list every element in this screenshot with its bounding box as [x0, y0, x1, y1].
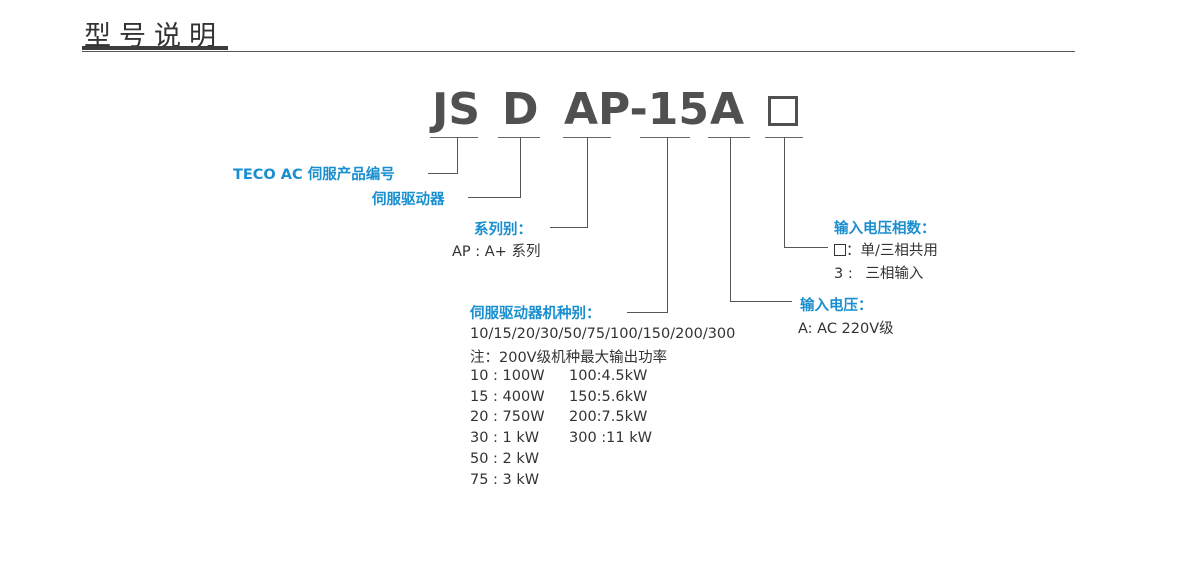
- connector-d-h: [468, 197, 521, 198]
- power-row-right: 150:5.6kW: [569, 389, 648, 405]
- label-product-code: TECO AC 伺服产品编号: [233, 167, 395, 183]
- label-servo-drive: 伺服驱动器: [372, 192, 445, 208]
- connector-js-v: [457, 137, 458, 173]
- connector-box-v: [784, 137, 785, 247]
- connector-d-v: [520, 137, 521, 197]
- connector-15-h: [627, 312, 668, 313]
- square-symbol-icon: [834, 244, 846, 256]
- power-row: 10 : 100W 100:4.5kW: [470, 368, 670, 388]
- label-voltage-value: A: AC 220V级: [798, 321, 894, 337]
- code-segment-ap15: AP-15: [564, 84, 710, 135]
- power-row: 75 : 3 kW: [470, 472, 670, 492]
- underline-15: [640, 137, 690, 138]
- label-phase-option1: ：单/三相共用: [834, 239, 938, 260]
- code-segment-js: JS: [432, 84, 481, 135]
- power-row-left: 30 : 1 kW: [470, 430, 540, 446]
- power-row-left: 50 : 2 kW: [470, 451, 540, 467]
- code-segment-d: D: [502, 84, 539, 135]
- connector-a-v: [730, 137, 731, 301]
- power-row-left: 10 : 100W: [470, 368, 545, 384]
- code-segment-a: A: [710, 84, 745, 135]
- label-voltage-heading: 输入电压：: [800, 298, 873, 314]
- power-row: 15 : 400W 150:5.6kW: [470, 389, 670, 409]
- label-phase-heading: 输入电压相数：: [834, 221, 936, 237]
- label-model-list: 10/15/20/30/50/75/100/150/200/300: [470, 326, 736, 342]
- label-series-value: AP : A+ 系列: [452, 244, 541, 260]
- power-row-left: 75 : 3 kW: [470, 472, 540, 488]
- underline-d: [498, 137, 540, 138]
- label-model-heading: 伺服驱动器机种别：: [470, 306, 601, 322]
- label-phase-option2: 3 : 三相输入: [834, 262, 923, 283]
- connector-box-h: [784, 247, 828, 248]
- phase-option2-value: 三相输入: [865, 266, 924, 282]
- power-row-right: 300 :11 kW: [569, 430, 652, 446]
- title-underline: [82, 46, 228, 50]
- connector-js-h: [428, 173, 458, 174]
- power-row: 50 : 2 kW: [470, 451, 670, 471]
- underline-a: [708, 137, 750, 138]
- connector-ap-h: [550, 227, 588, 228]
- phase-option1-text: ：单/三相共用: [846, 243, 938, 259]
- power-row: 20 : 750W 200:7.5kW: [470, 409, 670, 429]
- label-series-heading: 系列别：: [474, 222, 532, 238]
- underline-js: [430, 137, 478, 138]
- connector-a-h: [730, 301, 792, 302]
- power-row: 30 : 1 kW 300 :11 kW: [470, 430, 670, 450]
- header-divider: [82, 51, 1075, 52]
- connector-15-v: [667, 137, 668, 312]
- power-row-left: 15 : 400W: [470, 389, 545, 405]
- code-segment-phase-box: [768, 96, 798, 126]
- power-row-right: 200:7.5kW: [569, 409, 648, 425]
- connector-ap-v: [587, 137, 588, 227]
- label-model-note: 注：200V级机种最大输出功率: [470, 350, 668, 366]
- power-row-right: 100:4.5kW: [569, 368, 648, 384]
- phase-option2-key: 3 :: [834, 266, 853, 282]
- power-row-left: 20 : 750W: [470, 409, 545, 425]
